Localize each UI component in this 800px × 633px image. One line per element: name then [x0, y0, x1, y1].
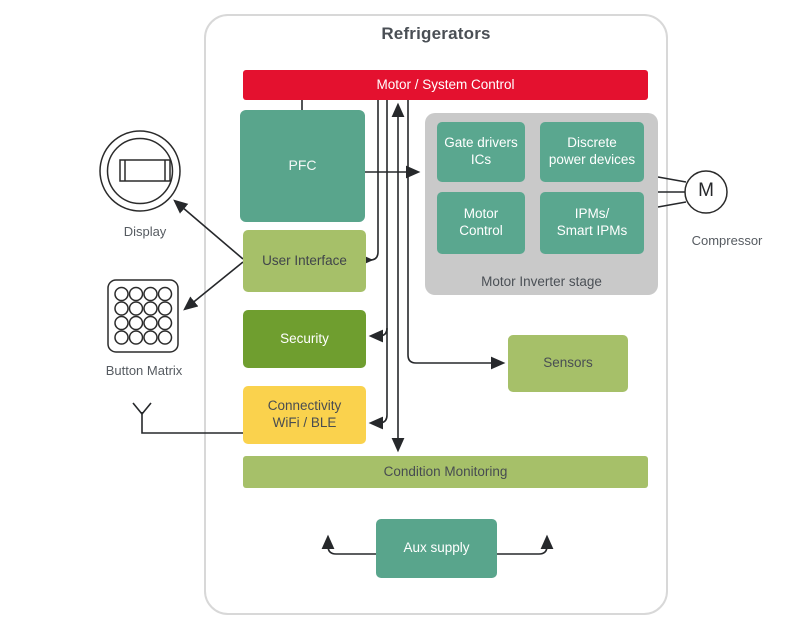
- compressor-label: Compressor: [691, 233, 763, 248]
- block-condition-monitoring: Condition Monitoring: [243, 456, 648, 488]
- motor-inverter-stage: Gate drivers ICs Discrete power devices …: [425, 113, 658, 295]
- button-matrix-label: Button Matrix: [105, 363, 183, 378]
- block-pfc: PFC: [240, 110, 365, 222]
- block-security: Security: [243, 310, 366, 368]
- display-icon: [99, 130, 181, 212]
- display-label: Display: [123, 224, 167, 239]
- diagram-title: Refrigerators: [381, 24, 491, 43]
- block-gate-drivers: Gate drivers ICs: [437, 122, 525, 182]
- motor-letter: M: [698, 180, 714, 201]
- button-matrix-icon: [107, 279, 179, 353]
- block-user-interface: User Interface: [243, 230, 366, 292]
- block-sensors: Sensors: [508, 335, 628, 392]
- block-motor-system-control: Motor / System Control: [243, 70, 648, 100]
- block-aux-supply: Aux supply: [376, 519, 497, 578]
- antenna-icon: [132, 402, 152, 416]
- block-motor-control: Motor Control: [437, 192, 525, 254]
- block-connectivity: Connectivity WiFi / BLE: [243, 386, 366, 444]
- block-ipms: IPMs/ Smart IPMs: [540, 192, 644, 254]
- block-discrete-power-devices: Discrete power devices: [540, 122, 644, 182]
- motor-inverter-stage-label: Motor Inverter stage: [481, 274, 602, 289]
- button-dots: [114, 286, 173, 345]
